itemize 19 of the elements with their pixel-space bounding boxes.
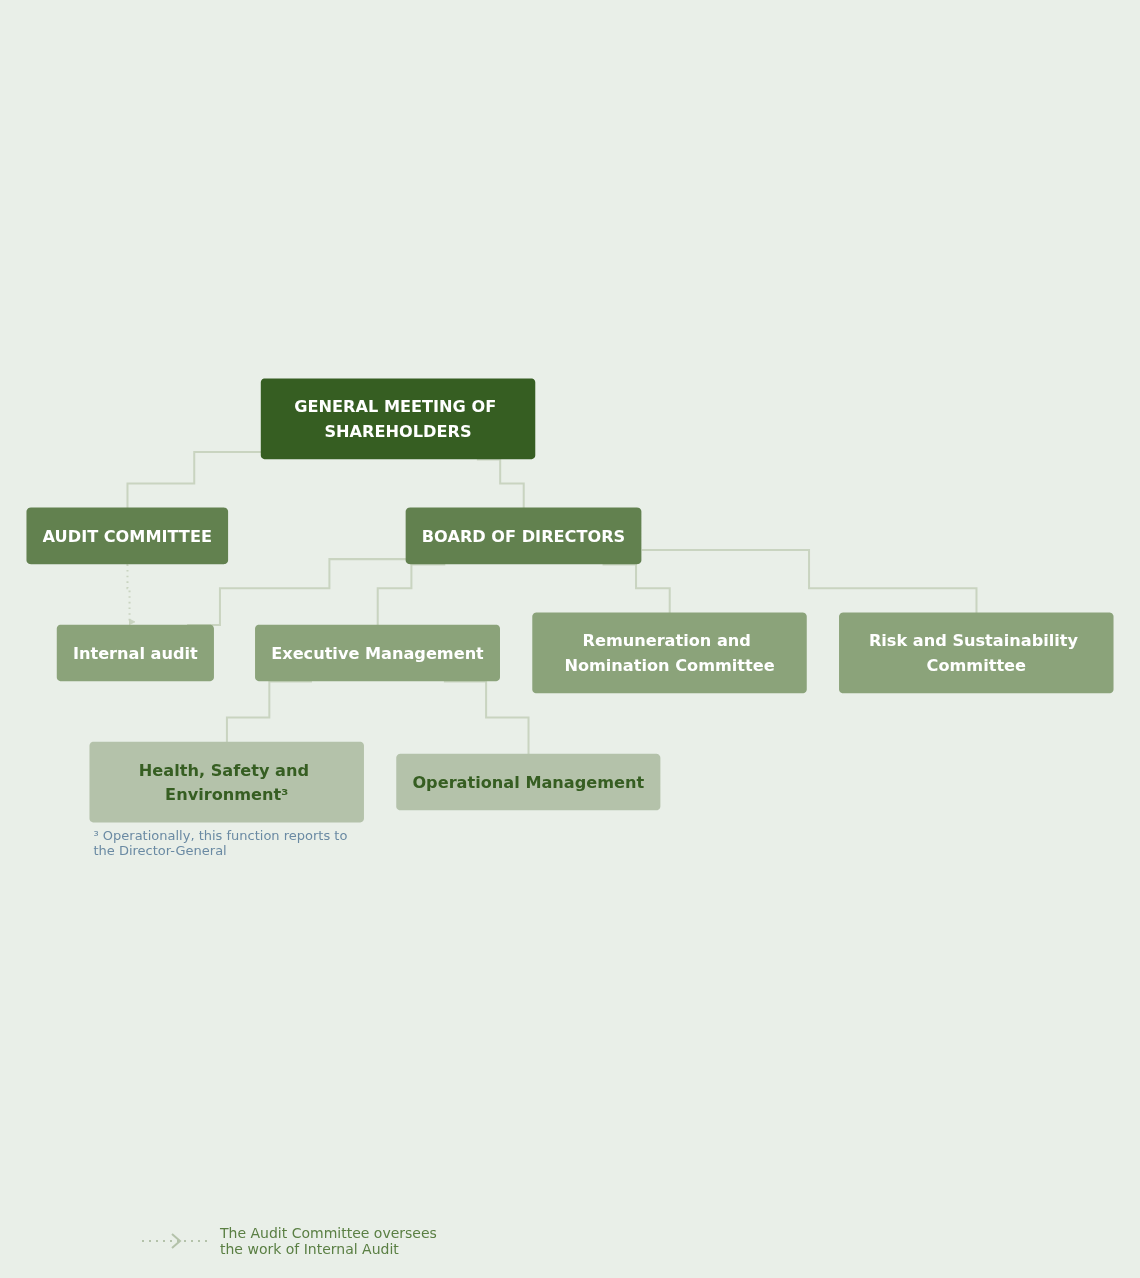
connector (126, 450, 262, 509)
node-box: Executive Management (255, 624, 500, 681)
node-box: GENERAL MEETING OF SHAREHOLDERS (260, 378, 536, 459)
connector (641, 548, 978, 614)
connector (443, 680, 530, 755)
node-box: BOARD OF DIRECTORS (405, 507, 642, 564)
legend-text: The Audit Committee oversees the work of Internal Audit (220, 1225, 438, 1257)
connector (225, 680, 312, 743)
node-box: AUDIT COMMITTEE (26, 507, 229, 564)
arrow (126, 563, 136, 625)
node-box: Risk and Sustainability Committee (839, 612, 1114, 693)
node-box: Health, Safety and Environment³ (89, 741, 364, 822)
node-box: Operational Management (396, 753, 661, 810)
connector (376, 563, 446, 626)
node-box: Remuneration and Nomination Committee (532, 612, 807, 693)
node-box: Internal audit (56, 624, 214, 681)
footnote: ³ Operationally, this function reports to the Director-General (93, 828, 349, 858)
connector (602, 563, 671, 614)
connector (476, 458, 525, 509)
